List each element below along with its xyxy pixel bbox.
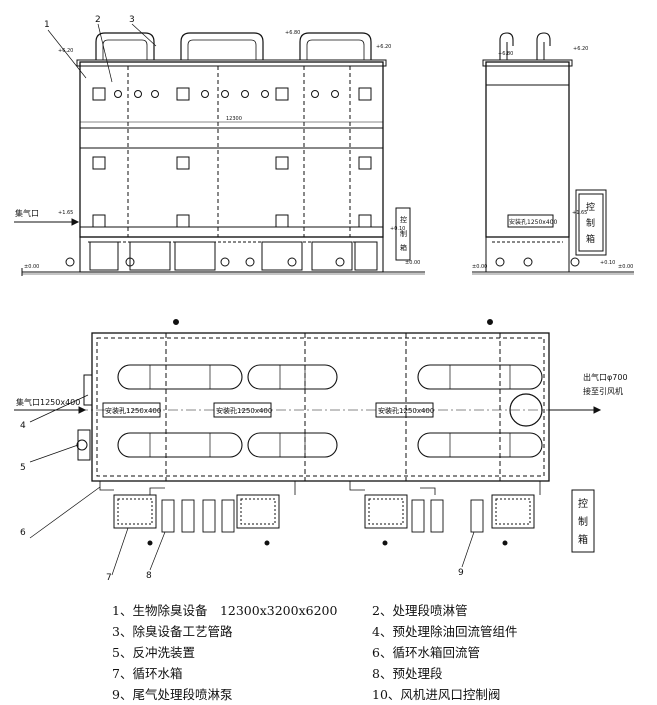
dimension-length-text: 12300: [226, 116, 242, 122]
legend-item-3: 3、除臭设备工艺管路: [112, 624, 233, 639]
level-side-top-mark: +6.80: [498, 51, 513, 57]
callout-8: 8: [146, 571, 152, 581]
control-box-side-1: 控: [586, 201, 595, 213]
leader-lines: [29, 23, 475, 576]
legend-item-4: 4、预处理除油回流管组件: [372, 624, 518, 639]
legend-item-9: 9、尾气处理段喷淋泵: [112, 687, 233, 702]
control-box-front-3: 箱: [400, 243, 407, 252]
front-elevation: [14, 32, 425, 276]
level-inlet-side-mark: +1.65: [572, 210, 587, 216]
callout-3: 3: [129, 15, 135, 25]
legend-item-8: 8、预处理段: [372, 666, 443, 681]
level-top-mark: +6.80: [285, 30, 300, 36]
level-inlet-mark: +1.65: [58, 210, 73, 216]
callout-5: 5: [20, 463, 26, 473]
callout-7: 7: [106, 573, 112, 583]
control-box-side-2: 制: [586, 217, 595, 229]
level-zero-left-mark: ±0.00: [24, 264, 39, 270]
legend-item-5: 5、反冲洗装置: [112, 645, 195, 660]
control-box-plan-2: 制: [578, 515, 588, 528]
legend-item-1: 1、生物除臭设备 12300x3200x6200: [112, 603, 338, 618]
callout-4: 4: [20, 421, 26, 431]
callout-2: 2: [95, 15, 101, 25]
inlet-plan-label: 集气口1250x400: [16, 397, 80, 407]
level-zero-side2-mark: ±0.00: [618, 264, 633, 270]
legend-item-2: 2、处理段喷淋管: [372, 603, 468, 618]
level-top2-mark: +6.20: [376, 44, 391, 50]
level-right-mark: +6.20: [573, 46, 588, 52]
legend-item-10: 10、风机进风口控制阀: [372, 687, 501, 702]
legend-item-6: 6、循环水箱回流管: [372, 645, 480, 660]
level-mid-mark: +0.10: [390, 226, 405, 232]
callout-9: 9: [458, 568, 464, 578]
control-box-front-1: 控: [400, 215, 407, 224]
callout-1: 1: [44, 20, 50, 30]
control-box-plan-3: 箱: [578, 533, 588, 546]
callout-6: 6: [20, 528, 26, 538]
level-left-top-mark: +6.20: [58, 48, 73, 54]
install-hole-1: 安装孔1250x400: [105, 406, 161, 415]
control-box-front-2: 制: [400, 229, 407, 238]
level-zero-side-mark: ±0.00: [472, 264, 487, 270]
install-hole-2: 安装孔1250x400: [216, 406, 272, 415]
install-hole-3: 安装孔1250x400: [378, 406, 434, 415]
level-side-right-mark: +0.10: [600, 260, 615, 266]
level-zero-right-mark: ±0.00: [405, 260, 420, 266]
side-elevation: [472, 32, 634, 275]
plan-view: [14, 319, 602, 553]
control-box-plan-1: 控: [578, 497, 588, 510]
legend-item-7: 7、循环水箱: [112, 666, 183, 681]
inlet-label: 集气口: [15, 208, 39, 218]
outlet-label-1: 出气口φ700: [583, 372, 628, 382]
outlet-label-2: 接至引风机: [583, 386, 623, 396]
control-box-side-3: 箱: [586, 233, 595, 245]
install-hole-side: 安装孔1250x400: [509, 218, 557, 226]
engineering-drawing: 1 2 3 4 5 6 7 8 9 +6.80 +6.20 +6.20 1230…: [14, 15, 634, 583]
